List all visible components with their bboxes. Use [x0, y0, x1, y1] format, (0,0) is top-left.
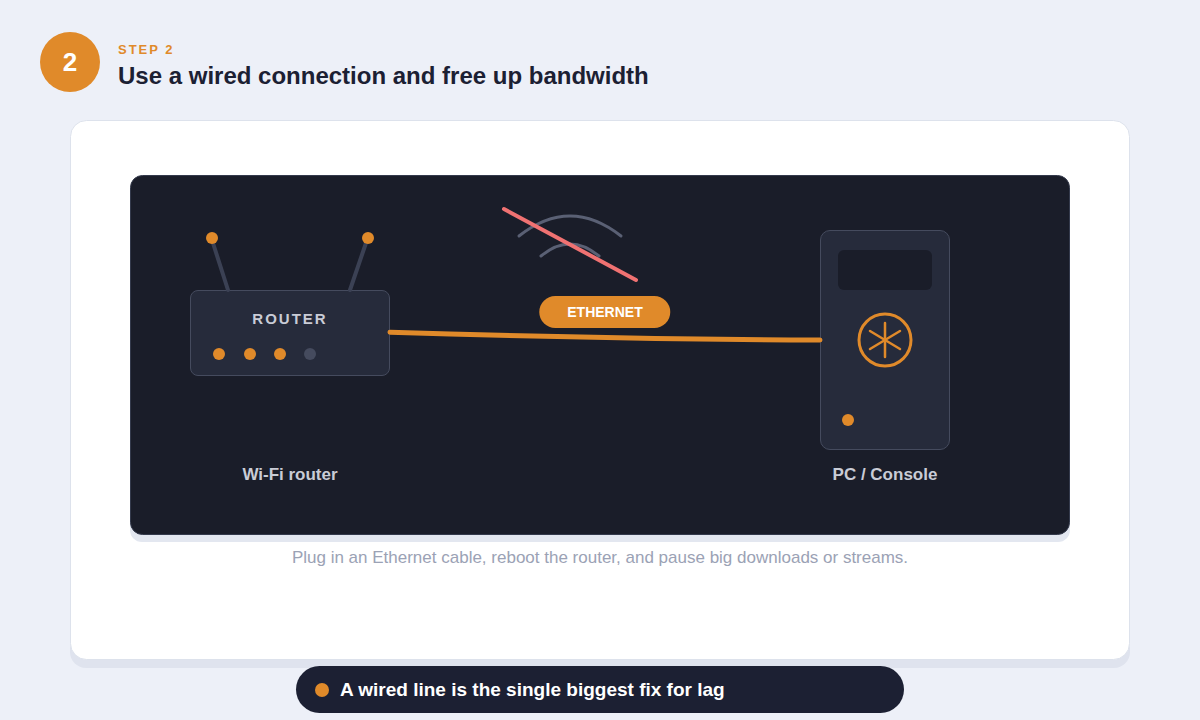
ethernet-cable — [390, 332, 820, 340]
takeaway-band: A wired line is the single biggest fix f… — [296, 666, 904, 713]
cross-out-line — [504, 209, 636, 280]
node-text: PC / Console — [821, 465, 949, 485]
node-text: ROUTER — [191, 310, 389, 327]
antenna — [212, 240, 228, 290]
status-led — [274, 348, 286, 360]
power-symbol — [859, 314, 911, 366]
status-led — [213, 348, 225, 360]
asterisk-symbol — [870, 323, 900, 357]
router-box: ROUTERWi-Fi router — [190, 290, 390, 376]
step-badge: 2 — [40, 32, 100, 92]
antenna-tip — [206, 232, 218, 244]
node-text: 2 — [40, 32, 100, 92]
step-label: STEP 2 — [118, 42, 175, 57]
wifi-arc — [541, 244, 599, 256]
pc-box: PC / Console — [820, 230, 950, 450]
bullet-dot — [315, 683, 329, 697]
status-led — [304, 348, 316, 360]
dark-panel — [131, 176, 1070, 535]
node-text: A wired line is the single biggest fix f… — [340, 666, 725, 713]
wifi-arc — [519, 216, 621, 236]
edge-label: ETHERNET — [539, 296, 670, 328]
card — [71, 121, 1130, 660]
drive-bay — [838, 250, 932, 290]
antenna-tip — [362, 232, 374, 244]
status-led — [244, 348, 256, 360]
power-led — [842, 414, 854, 426]
node-caption: Wi-Fi router — [191, 465, 389, 485]
caption: Plug in an Ethernet cable, reboot the ro… — [0, 548, 1200, 568]
title: Use a wired connection and free up bandw… — [118, 62, 649, 90]
antenna — [350, 240, 367, 290]
